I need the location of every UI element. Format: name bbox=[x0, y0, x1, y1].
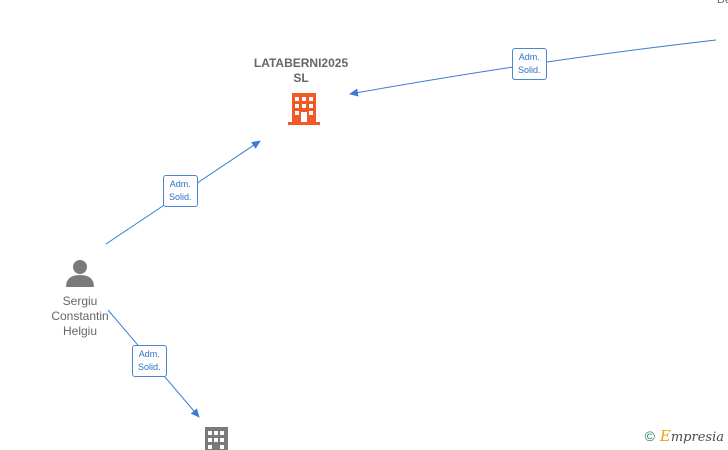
person-name-label[interactable]: Sergiu Constantin Helgiu bbox=[51, 294, 109, 338]
empresia-watermark: ©Empresia bbox=[645, 427, 724, 445]
person-icon[interactable] bbox=[66, 260, 94, 287]
brand-name: mpresia bbox=[670, 430, 724, 445]
building-icon[interactable] bbox=[205, 427, 228, 450]
copyright-symbol: © bbox=[644, 428, 655, 444]
brand-initial: E bbox=[659, 427, 671, 445]
building-icon[interactable] bbox=[288, 93, 320, 125]
edge-label-role: Adm.Solid. bbox=[163, 175, 198, 207]
edge-label-role: Adm.Solid. bbox=[512, 48, 547, 80]
offscreen-node-label: De bbox=[717, 0, 728, 6]
company-name-label[interactable]: LATABERNI2025 SL bbox=[253, 56, 349, 85]
edge-label-role: Adm.Solid. bbox=[132, 345, 167, 377]
